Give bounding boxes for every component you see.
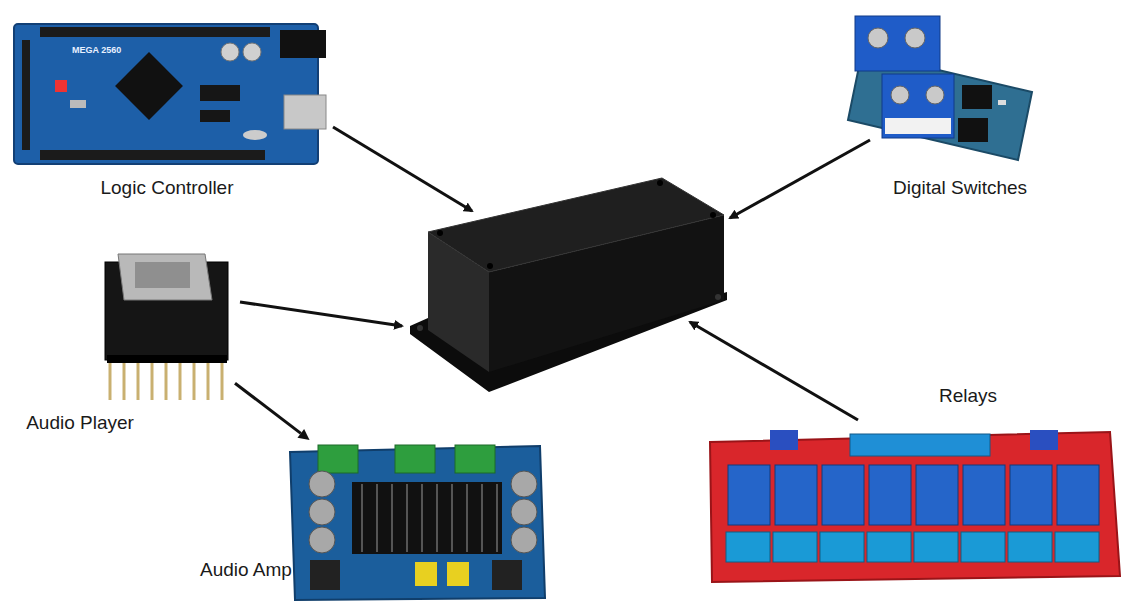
relay-board [710, 430, 1120, 582]
component-node: Digital Switches [848, 10, 1038, 162]
arrow-head [297, 429, 309, 440]
board-print: MEGA 2560 [72, 46, 121, 56]
component-node: Audio Player [95, 250, 235, 410]
component-node: Logic Controller [12, 20, 332, 168]
project-enclosure [410, 178, 727, 392]
connector-arrow [235, 383, 310, 440]
component-label: Digital Switches [893, 177, 1027, 200]
component-label: Logic Controller [100, 177, 233, 200]
component-node: Audio Amp [285, 440, 547, 602]
connector-line [235, 383, 301, 433]
pointer-arrows [240, 127, 870, 420]
amplifier-board [290, 445, 545, 600]
component-node: Relays [705, 428, 1122, 584]
component-label: Audio Player [26, 412, 134, 435]
mp3-module [105, 254, 228, 400]
component-label: Relays [939, 385, 997, 408]
arduino-board [14, 24, 326, 164]
component-label: Audio Amp [200, 559, 292, 582]
mosfet-board [848, 16, 1032, 160]
